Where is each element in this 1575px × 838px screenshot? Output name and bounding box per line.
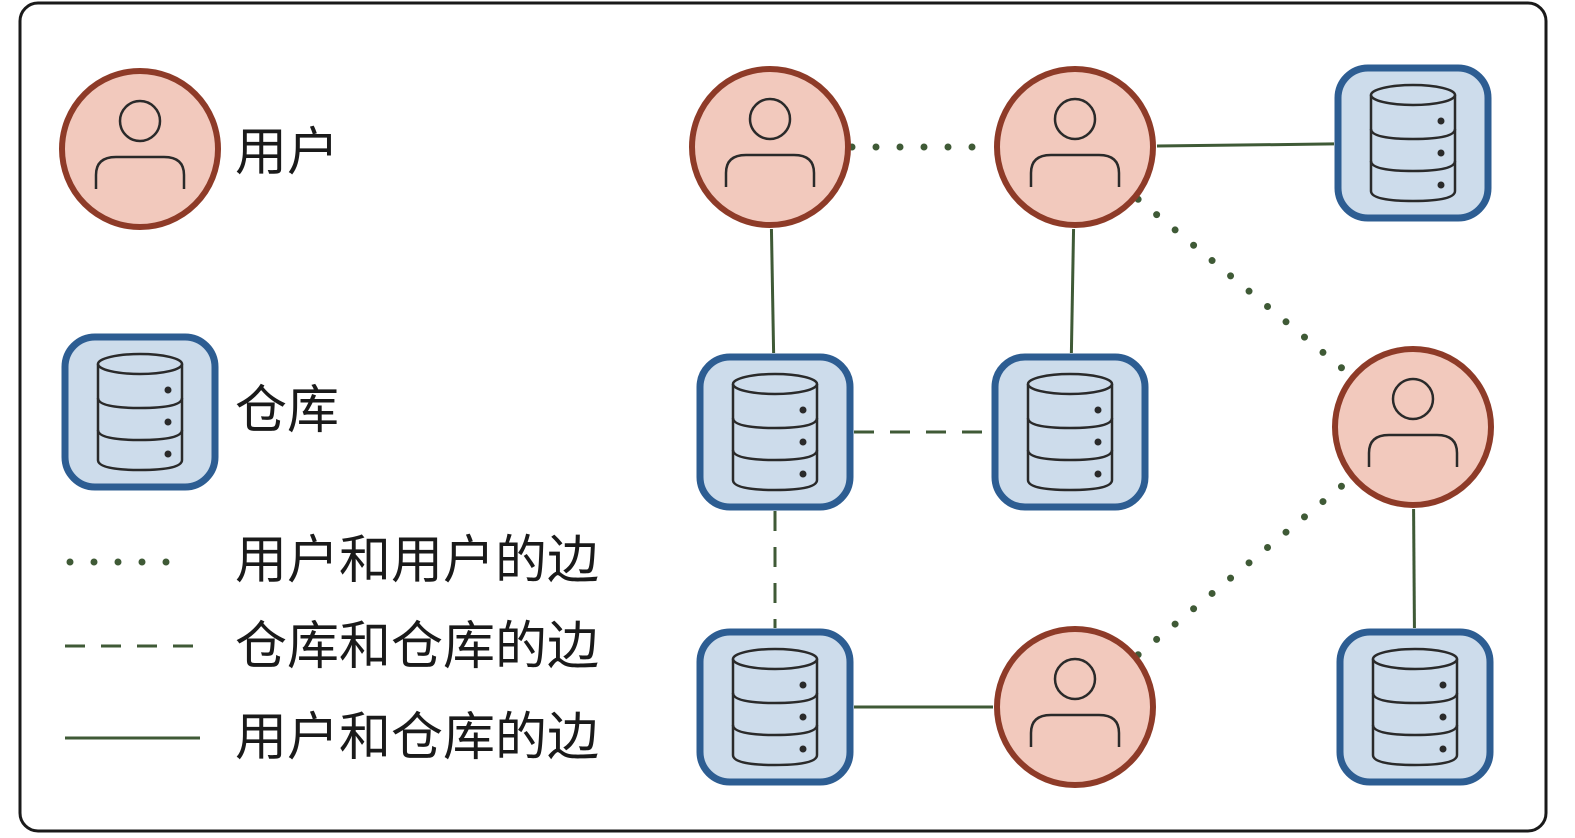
person-icon-body <box>1029 153 1121 187</box>
database-icon-ring <box>1026 449 1114 462</box>
warehouse-node-w5 <box>1336 628 1494 786</box>
database-icon-dot <box>799 470 807 478</box>
warehouse-box <box>61 333 219 491</box>
legend-user-user-edge-label: 用户和用户的边 <box>235 531 599 591</box>
database-icon-dot <box>1094 406 1102 414</box>
database-icon-dot <box>1437 117 1445 125</box>
edge-user-user <box>1134 195 1354 379</box>
user-node-u3 <box>1332 346 1494 508</box>
person-icon-head <box>1391 377 1435 421</box>
nodes-layer <box>689 64 1494 788</box>
database-icon-body <box>731 659 819 767</box>
database-icon-body <box>1371 659 1459 767</box>
edge-user-warehouse <box>1412 508 1416 629</box>
database-icon-dot <box>799 713 807 721</box>
database-icon-dot <box>1437 149 1445 157</box>
edge-user-warehouse <box>769 228 776 354</box>
database-icon-dot <box>799 745 807 753</box>
warehouse-node-w1 <box>1334 64 1492 222</box>
person-icon-body <box>94 155 186 189</box>
warehouse-box <box>991 353 1149 511</box>
person-icon-body <box>1029 713 1121 747</box>
user-node-u1 <box>689 66 851 228</box>
warehouse-box <box>1334 64 1492 222</box>
person-icon-head <box>118 99 162 143</box>
user-circle <box>994 626 1156 788</box>
database-icon-ring <box>1371 724 1459 737</box>
database-icon-dot <box>799 438 807 446</box>
legend-user-wh-edge-label: 用户和仓库的边 <box>235 708 599 768</box>
database-icon-dot <box>1439 681 1447 689</box>
legend-warehouse-node <box>61 333 219 491</box>
database-icon-ring <box>1369 128 1457 141</box>
user-circle <box>994 66 1156 228</box>
edge-user-warehouse <box>1156 142 1335 148</box>
database-icon-ring <box>731 724 819 737</box>
legend-user-label: 用户 <box>235 123 339 183</box>
person-icon-body <box>1367 433 1459 467</box>
database-icon-dot <box>1437 181 1445 189</box>
database-icon-ring <box>96 429 184 442</box>
person-icon-body <box>724 153 816 187</box>
database-icon-ring <box>1371 692 1459 705</box>
database-icon-body <box>731 384 819 492</box>
database-icon-body <box>1369 95 1457 203</box>
warehouse-node-w4 <box>696 628 854 786</box>
legend-warehouse-icon <box>61 333 219 491</box>
edge-user-user <box>1134 475 1354 659</box>
database-icon-ring <box>731 449 819 462</box>
person-icon-head <box>748 97 792 141</box>
database-icon-ring <box>731 692 819 705</box>
warehouse-box <box>1336 628 1494 786</box>
warehouse-node-w3 <box>991 353 1149 511</box>
user-circle <box>59 68 221 230</box>
database-icon-dot <box>1094 438 1102 446</box>
database-icon-ring <box>1369 160 1457 173</box>
database-icon-ring <box>731 417 819 430</box>
user-circle <box>1332 346 1494 508</box>
warehouse-node-w2 <box>696 353 854 511</box>
person-icon-head <box>1053 657 1097 701</box>
database-icon-dot <box>799 681 807 689</box>
edges-layer <box>769 142 1416 709</box>
legend-user-icon <box>59 68 221 230</box>
legend-user-node <box>59 68 221 230</box>
database-icon-dot <box>164 386 172 394</box>
user-circle <box>689 66 851 228</box>
database-icon-dot <box>1094 470 1102 478</box>
user-node-u4 <box>994 626 1156 788</box>
database-icon-body <box>96 364 184 472</box>
legend-wh-wh-edge-label: 仓库和仓库的边 <box>235 617 599 677</box>
database-icon-dot <box>799 406 807 414</box>
database-icon-dot <box>164 418 172 426</box>
person-icon-head <box>1053 97 1097 141</box>
database-icon-body <box>1026 384 1114 492</box>
database-icon-dot <box>164 450 172 458</box>
database-icon-dot <box>1439 745 1447 753</box>
warehouse-box <box>696 353 854 511</box>
legend-warehouse-label: 仓库 <box>235 381 339 441</box>
database-icon-ring <box>1026 417 1114 430</box>
edge-user-warehouse <box>1069 228 1076 354</box>
legend: 用户 仓库 用户和用户的边 仓库和仓库的边 用户和仓库的边 <box>59 68 599 768</box>
database-icon-ring <box>96 397 184 410</box>
warehouse-box <box>696 628 854 786</box>
user-node-u2 <box>994 66 1156 228</box>
database-icon-dot <box>1439 713 1447 721</box>
